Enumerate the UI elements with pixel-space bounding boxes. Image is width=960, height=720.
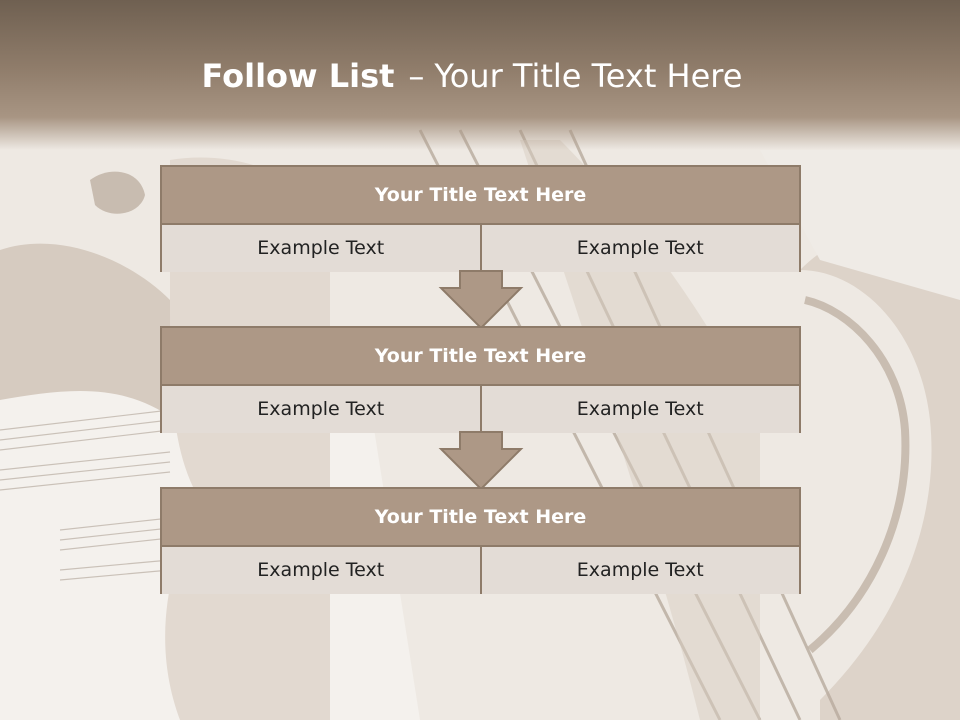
slide-title-rest: Your Title Text Here [434,57,743,95]
list-cell-left: Example Text [162,225,480,272]
list-cell-left: Example Text [162,547,480,594]
down-arrow-icon [438,270,524,330]
list-box-title: Your Title Text Here [162,167,799,225]
list-box-3: Your Title Text Here Example Text Exampl… [160,487,801,594]
list-box-title: Your Title Text Here [162,328,799,386]
list-box-row: Example Text Example Text [162,547,799,594]
slide-title: Follow List–Your Title Text Here [0,52,944,100]
list-box-row: Example Text Example Text [162,225,799,272]
slide-title-dash: – [408,57,425,95]
list-cell-right: Example Text [479,386,799,433]
list-box-row: Example Text Example Text [162,386,799,433]
slide-title-bold: Follow List [201,57,395,95]
list-box-1: Your Title Text Here Example Text Exampl… [160,165,801,272]
list-box-title: Your Title Text Here [162,489,799,547]
list-cell-right: Example Text [479,225,799,272]
list-box-2: Your Title Text Here Example Text Exampl… [160,326,801,433]
down-arrow-icon [438,431,524,491]
title-bar [0,0,960,150]
list-cell-right: Example Text [479,547,799,594]
list-cell-left: Example Text [162,386,480,433]
